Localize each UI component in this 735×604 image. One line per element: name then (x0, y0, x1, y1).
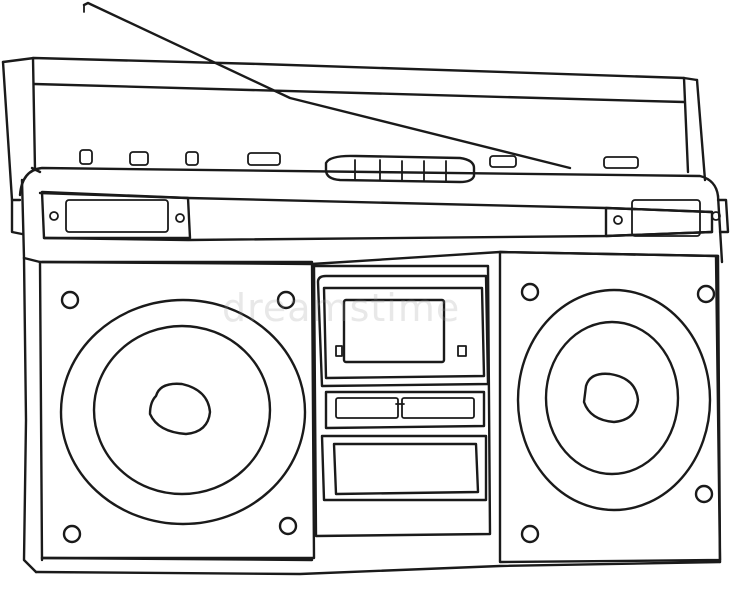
top-buttons (79, 149, 639, 169)
speaker-screw (694, 484, 714, 504)
speaker-screw (278, 516, 298, 536)
display-panel-outer (320, 434, 488, 502)
right-speaker-frame (498, 250, 722, 564)
left-speaker-middle-ring (92, 324, 272, 496)
right-clamp-screw (711, 211, 721, 221)
left-clamp-screw (49, 211, 59, 221)
cassette-hub (335, 345, 343, 357)
top-button (603, 156, 639, 169)
left-speaker-outer-ring (59, 298, 307, 526)
cassette-section (312, 264, 492, 538)
left-speaker-frame (40, 260, 316, 560)
speaker-screw (696, 284, 716, 304)
body-top (10, 166, 730, 264)
speaker-screw (62, 524, 82, 544)
top-button (247, 152, 281, 166)
speaker-screw (276, 290, 296, 310)
left-speaker-cone (148, 382, 212, 436)
cassette-deck-outer (316, 274, 490, 388)
cassette-deck-inner (322, 286, 486, 380)
antenna (82, 1, 572, 170)
display-panel-inner (332, 442, 480, 496)
right-speaker-cone (582, 372, 640, 424)
carry-bar (38, 190, 721, 242)
top-button (79, 149, 93, 165)
tuning-strip (324, 154, 476, 184)
cassette-hub (457, 345, 467, 357)
deck-button (401, 397, 475, 419)
left-speaker (40, 260, 316, 560)
right-speaker-outer-ring (516, 288, 712, 512)
speaker-screw (520, 282, 540, 302)
cassette-frame (312, 264, 492, 538)
speaker-screw (60, 290, 80, 310)
left-clamp (40, 190, 192, 240)
right-speaker-middle-ring (544, 320, 680, 476)
top-button (129, 151, 149, 166)
cassette-window (342, 298, 446, 364)
right-clamp (604, 206, 714, 238)
deck-button (335, 397, 399, 419)
button-panel (324, 390, 486, 430)
left-clamp-screw (175, 213, 185, 223)
top-button (185, 151, 199, 166)
right-clamp-window (631, 199, 701, 237)
carrying-handle (1, 56, 707, 202)
top-button (489, 155, 517, 168)
left-clamp-window (65, 199, 169, 233)
speaker-screw (520, 524, 540, 544)
right-clamp-screw (613, 215, 623, 225)
right-speaker (498, 250, 722, 564)
